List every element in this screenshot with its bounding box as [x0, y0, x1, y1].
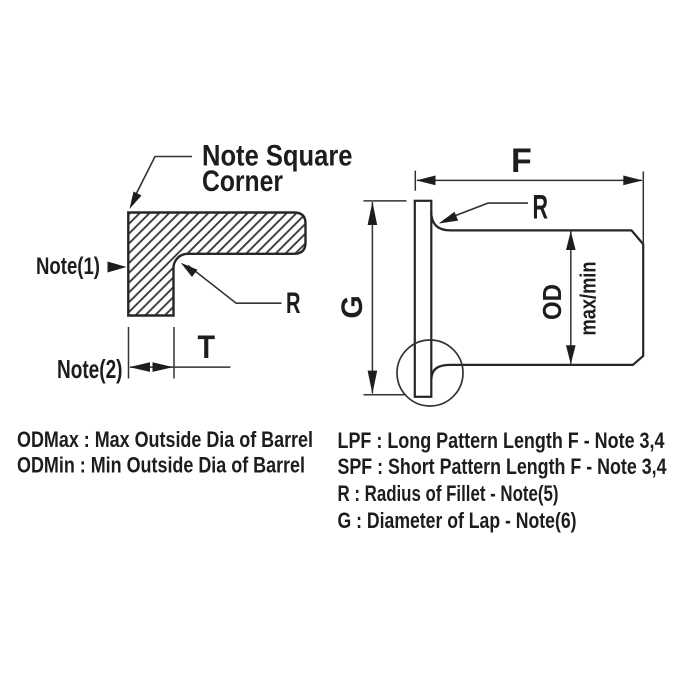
svg-text:ODMax : Max Outside Dia of Bar: ODMax : Max Outside Dia of Barrel: [17, 427, 313, 452]
svg-text:R: R: [533, 189, 549, 227]
svg-text:T: T: [198, 329, 216, 365]
svg-text:Note Square: Note Square: [202, 140, 353, 173]
svg-text:SPF : Short Pattern Length F -: SPF : Short Pattern Length F - Note 3,4: [338, 454, 668, 479]
svg-text:Note(1): Note(1): [36, 253, 100, 280]
svg-text:ODMin : Min Outside Dia of Bar: ODMin : Min Outside Dia of Barrel: [17, 453, 305, 478]
svg-text:G : Diameter of Lap - Note(6): G : Diameter of Lap - Note(6): [338, 508, 577, 533]
svg-text:R: R: [286, 287, 301, 320]
svg-text:OD: OD: [537, 284, 567, 320]
svg-text:Corner: Corner: [202, 165, 283, 198]
svg-text:R : Radius of Fillet - Note(5): R : Radius of Fillet - Note(5): [338, 481, 559, 506]
svg-text:max/min: max/min: [576, 262, 601, 336]
svg-text:F: F: [511, 142, 532, 180]
svg-text:LPF : Long Pattern Length F -: LPF : Long Pattern Length F - Note 3,4: [338, 428, 666, 453]
svg-text:G: G: [336, 295, 369, 318]
svg-text:Note(2): Note(2): [57, 354, 123, 384]
